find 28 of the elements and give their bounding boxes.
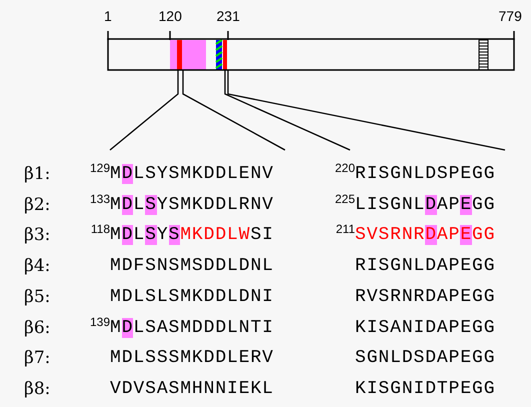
sequence-text: SGNLDSDAPEGG bbox=[355, 348, 496, 368]
sequence-text: $^{211}$SVSRNRDAPEGG bbox=[336, 225, 496, 246]
sequence-text: VDVSASMHNNIEKL bbox=[110, 378, 274, 399]
sequence-text: KISGNIDTPEGG bbox=[355, 378, 496, 399]
row-label: β2: bbox=[24, 194, 50, 215]
row-label: β6: bbox=[24, 318, 50, 338]
position-number: 1 bbox=[104, 8, 112, 24]
sequence-text: RVSRNRDAPEGG bbox=[355, 286, 496, 307]
sequence-text: RISGNLDAPEGG bbox=[355, 256, 496, 276]
row-label: β5: bbox=[24, 286, 50, 307]
sequence-text: $^{118}$MDLSYSMKDDLWSI bbox=[90, 225, 274, 246]
sequence-text: $^{133}$MDLSYSMKDDLRNV bbox=[90, 194, 274, 215]
row-label: β8: bbox=[24, 378, 50, 399]
row-label: β1: bbox=[24, 164, 50, 184]
position-number: 231 bbox=[216, 8, 240, 24]
sequence-text: KISANIDAPEGG bbox=[355, 318, 496, 338]
row-label: β4: bbox=[24, 256, 50, 276]
sequence-text: $^{139}$MDLSASMDDDLNTI bbox=[90, 318, 274, 338]
sequence-text: $^{225}$LISGNLDAPEGG bbox=[334, 194, 496, 215]
position-number: 120 bbox=[158, 8, 182, 24]
row-label: β3: bbox=[24, 225, 50, 246]
position-number: 779 bbox=[498, 8, 522, 24]
sequence-text: MDLSSSMKDDLERV bbox=[110, 348, 274, 368]
row-label: β7: bbox=[24, 348, 50, 368]
sequence-text: $^{129}$MDLSYSMKDDLENV bbox=[90, 164, 274, 184]
sequence-text: MDFSNSMSDDLDNL bbox=[110, 256, 274, 276]
sequence-text: MDLSLSMKDDLDNI bbox=[110, 286, 274, 307]
sequence-text: $^{220}$RISGNLDSPEGG bbox=[334, 164, 496, 184]
